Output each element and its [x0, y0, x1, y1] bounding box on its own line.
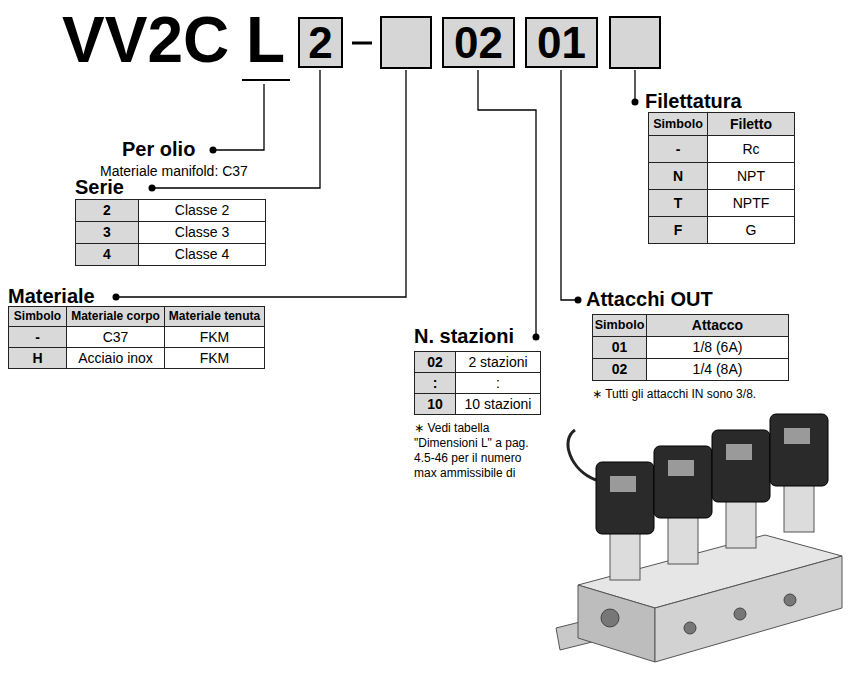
section-heading: Attacchi OUT: [586, 288, 713, 311]
code-dash: [352, 42, 372, 45]
table-cell: 2 stazioni: [455, 351, 541, 373]
table-cell: 01: [592, 336, 647, 359]
coil: [770, 414, 828, 486]
valve-body: [784, 482, 814, 532]
coil-label: [726, 444, 752, 460]
code-box: 2: [298, 17, 343, 68]
table-cell: Simbolo: [8, 306, 67, 327]
leader-dot: [533, 334, 540, 341]
table-cell: N: [648, 162, 708, 190]
leader-line: [634, 70, 635, 102]
table-cell: :: [414, 372, 456, 394]
table-cell: Rc: [707, 135, 795, 163]
leader-lines: [116, 70, 635, 337]
table-cell: 10: [414, 393, 456, 415]
valve-body: [668, 514, 698, 564]
section-heading: Filettatura: [645, 90, 742, 113]
port: [734, 608, 746, 620]
wire: [568, 430, 596, 480]
code-value: 01: [537, 21, 586, 65]
table-cell: Classe 3: [138, 221, 266, 244]
table-cell: FKM: [164, 326, 265, 348]
table-cell: Materiale tenuta: [164, 306, 265, 327]
code-box: 01: [525, 17, 598, 68]
table-cell: Attacco: [646, 314, 789, 337]
table-cell: F: [648, 216, 708, 244]
table-cell: Simbolo: [592, 314, 647, 337]
leader-dot: [575, 297, 582, 304]
valve-manifold-illustration: [556, 414, 842, 662]
empty-code-box: [381, 17, 431, 68]
leader-line: [116, 70, 406, 297]
footnote: ∗ Vedi tabella "Dimensioni L" a pag. 4.5…: [414, 421, 536, 481]
table-cell: NPT: [707, 162, 795, 190]
leader-dot: [113, 294, 120, 301]
table-cell: C37: [66, 326, 165, 348]
coil-label: [610, 476, 636, 492]
manifold-front: [655, 556, 842, 662]
port: [684, 622, 696, 634]
leader-dots: [113, 99, 639, 341]
valve-body: [610, 530, 640, 580]
section-heading: N. stazioni: [414, 325, 514, 348]
empty-code-box: [610, 17, 660, 68]
port: [784, 594, 796, 606]
table-cell: NPTF: [707, 189, 795, 217]
coil: [654, 446, 712, 518]
table-cell: Simbolo: [648, 112, 708, 136]
table-cell: Acciaio inox: [66, 347, 165, 369]
coil-label: [668, 460, 694, 476]
table-cell: Materiale corpo: [66, 306, 165, 327]
code-letters: L: [246, 8, 285, 72]
table-cell: T: [648, 189, 708, 217]
section-heading: Serie: [75, 176, 124, 199]
coil: [596, 462, 654, 534]
table-cell: -: [8, 326, 67, 348]
valve: [770, 414, 828, 532]
table-cell: :: [455, 372, 541, 394]
table-cell: G: [707, 216, 795, 244]
table-cell: 2: [75, 199, 139, 222]
section-heading: Materiale: [8, 285, 95, 308]
code-box: 02: [442, 17, 515, 68]
code-value: 02: [454, 21, 503, 65]
table-cell: Classe 2: [138, 199, 266, 222]
note-text: ∗ Tutti gli attacchi IN sono 3/8.: [592, 388, 756, 402]
leader-dot: [149, 185, 156, 192]
table-cell: -: [648, 135, 708, 163]
leader-dot: [210, 147, 217, 154]
coil-label: [784, 428, 810, 444]
table-cell: 3: [75, 221, 139, 244]
table-cell: 02: [414, 351, 456, 373]
coil: [712, 430, 770, 502]
table-cell: Filetto: [707, 112, 795, 136]
table-cell: 02: [592, 358, 647, 381]
valve: [712, 430, 770, 548]
table-cell: FKM: [164, 347, 265, 369]
table-cell: 4: [75, 243, 139, 266]
leader-dot: [632, 99, 639, 106]
section-heading: Per olio: [122, 138, 195, 161]
table-cell: 10 stazioni: [455, 393, 541, 415]
table-cell: 1/8 (6A): [646, 336, 789, 359]
underline: [242, 79, 290, 81]
leader-line: [213, 84, 264, 150]
valve-body: [726, 498, 756, 548]
table-cell: Classe 4: [138, 243, 266, 266]
table-cell: 1/4 (8A): [646, 358, 789, 381]
manifold-side: [578, 585, 655, 662]
leader-line: [478, 70, 536, 337]
valve: [654, 446, 712, 564]
valve: [596, 462, 654, 580]
code-letters: VV2C: [62, 8, 229, 72]
leader-line: [561, 70, 578, 300]
port: [601, 609, 619, 627]
code-value: 2: [308, 21, 332, 65]
table-cell: H: [8, 347, 67, 369]
